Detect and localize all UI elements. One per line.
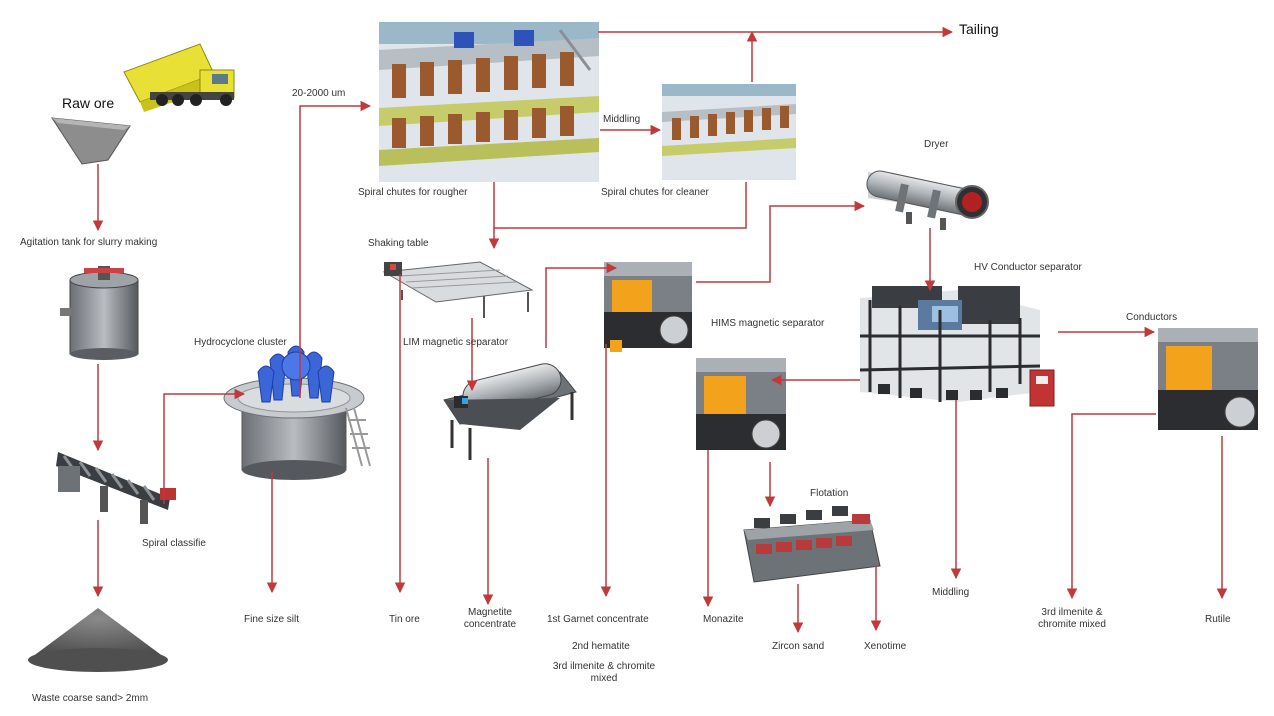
ilmenite-chromite-right-label: 3rd ilmenite & chromite mixed: [1038, 607, 1106, 630]
feed-hopper-icon: [51, 117, 131, 165]
spiral-chutes-rougher-image: [379, 22, 599, 182]
monazite-label: Monazite: [703, 614, 744, 625]
dryer-label: Dryer: [924, 139, 949, 150]
raw-ore-label: Raw ore: [62, 95, 115, 111]
agitation-tank-icon: [60, 266, 139, 360]
rotary-dryer-icon: [866, 170, 989, 230]
hv-conductor-separator-icon: [859, 286, 1055, 407]
dump-truck-icon: [123, 43, 235, 112]
conductors-label: Conductors: [1126, 312, 1178, 323]
rutile-label: Rutile: [1205, 614, 1231, 625]
spiral-classifier-label: Spiral classifie: [142, 538, 206, 549]
hims-separator-top-icon: [604, 262, 692, 352]
zircon-sand-label: Zircon sand: [772, 641, 825, 652]
flow-arrows: [92, 26, 1228, 634]
flotation-label: Flotation: [810, 488, 849, 499]
shaking-table-icon: [382, 261, 534, 318]
middling-top-label: Middling: [603, 114, 641, 125]
lim-separator-label: LIM magnetic separator: [403, 337, 509, 348]
garnet-concentrate-label: 1st Garnet concentrate: [547, 614, 649, 625]
spiral-cleaner-label: Spiral chutes for cleaner: [601, 187, 709, 198]
spiral-rougher-label: Spiral chutes for rougher: [358, 187, 468, 198]
size-range-label: 20-2000 um: [292, 88, 346, 99]
hims-separator-right-icon: [1158, 328, 1258, 430]
spiral-classifier-icon: [56, 452, 176, 524]
hematite-label: 2nd hematite: [572, 641, 630, 652]
tailing-label: Tailing: [959, 21, 999, 37]
sand-pile-icon: [28, 608, 168, 672]
magnetite-concentrate-label: Magnetite concentrate: [463, 607, 517, 630]
flotation-cells-icon: [743, 506, 881, 583]
tin-ore-label: Tin ore: [389, 614, 420, 625]
hydrocyclone-label: Hydrocyclone cluster: [194, 337, 287, 348]
waste-sand-label: Waste coarse sand> 2mm: [32, 693, 149, 704]
shaking-table-label: Shaking table: [368, 238, 429, 249]
fine-silt-label: Fine size silt: [244, 614, 300, 625]
hims-separator-middle-icon: [696, 358, 786, 450]
lim-magnetic-separator-icon: [443, 363, 577, 460]
xenotime-label: Xenotime: [864, 641, 907, 652]
spiral-chutes-cleaner-image: [662, 84, 796, 180]
hims-separator-label: HIMS magnetic separator: [711, 318, 825, 329]
agitation-tank-label: Agitation tank for slurry making: [20, 237, 158, 248]
ilmenite-chromite-mixed-label: 3rd ilmenite & chromite mixed: [552, 661, 656, 684]
hv-conductor-label: HV Conductor separator: [974, 262, 1082, 273]
middling-bottom-label: Middling: [932, 587, 970, 598]
hydrocyclone-cluster-icon: [223, 345, 371, 480]
